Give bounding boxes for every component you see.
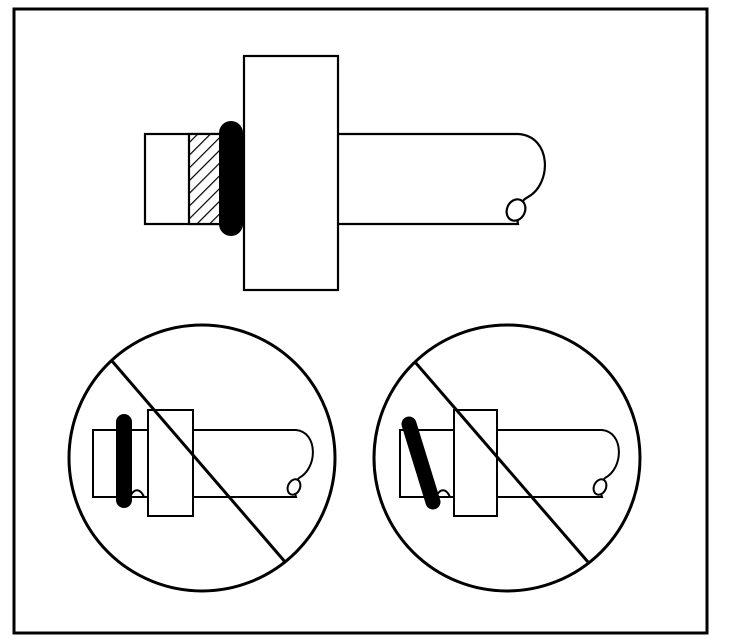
prohibition-slash bbox=[413, 361, 590, 563]
prohibition-circle bbox=[67, 323, 337, 593]
oring bbox=[401, 416, 441, 510]
flange-nut bbox=[147, 409, 194, 517]
oring bbox=[219, 121, 243, 236]
flange-nut bbox=[242, 54, 340, 292]
pipe-bore bbox=[286, 478, 302, 496]
backup-ring bbox=[187, 132, 223, 226]
incorrect-installation-right bbox=[372, 323, 642, 593]
prohibition-slash bbox=[110, 360, 288, 564]
oring bbox=[116, 414, 132, 508]
correct-installation-figure bbox=[143, 54, 547, 292]
pipe-bore bbox=[592, 478, 608, 496]
pipe-bore bbox=[505, 198, 527, 222]
incorrect-installation-left bbox=[67, 323, 337, 593]
flange-nut bbox=[453, 409, 498, 517]
